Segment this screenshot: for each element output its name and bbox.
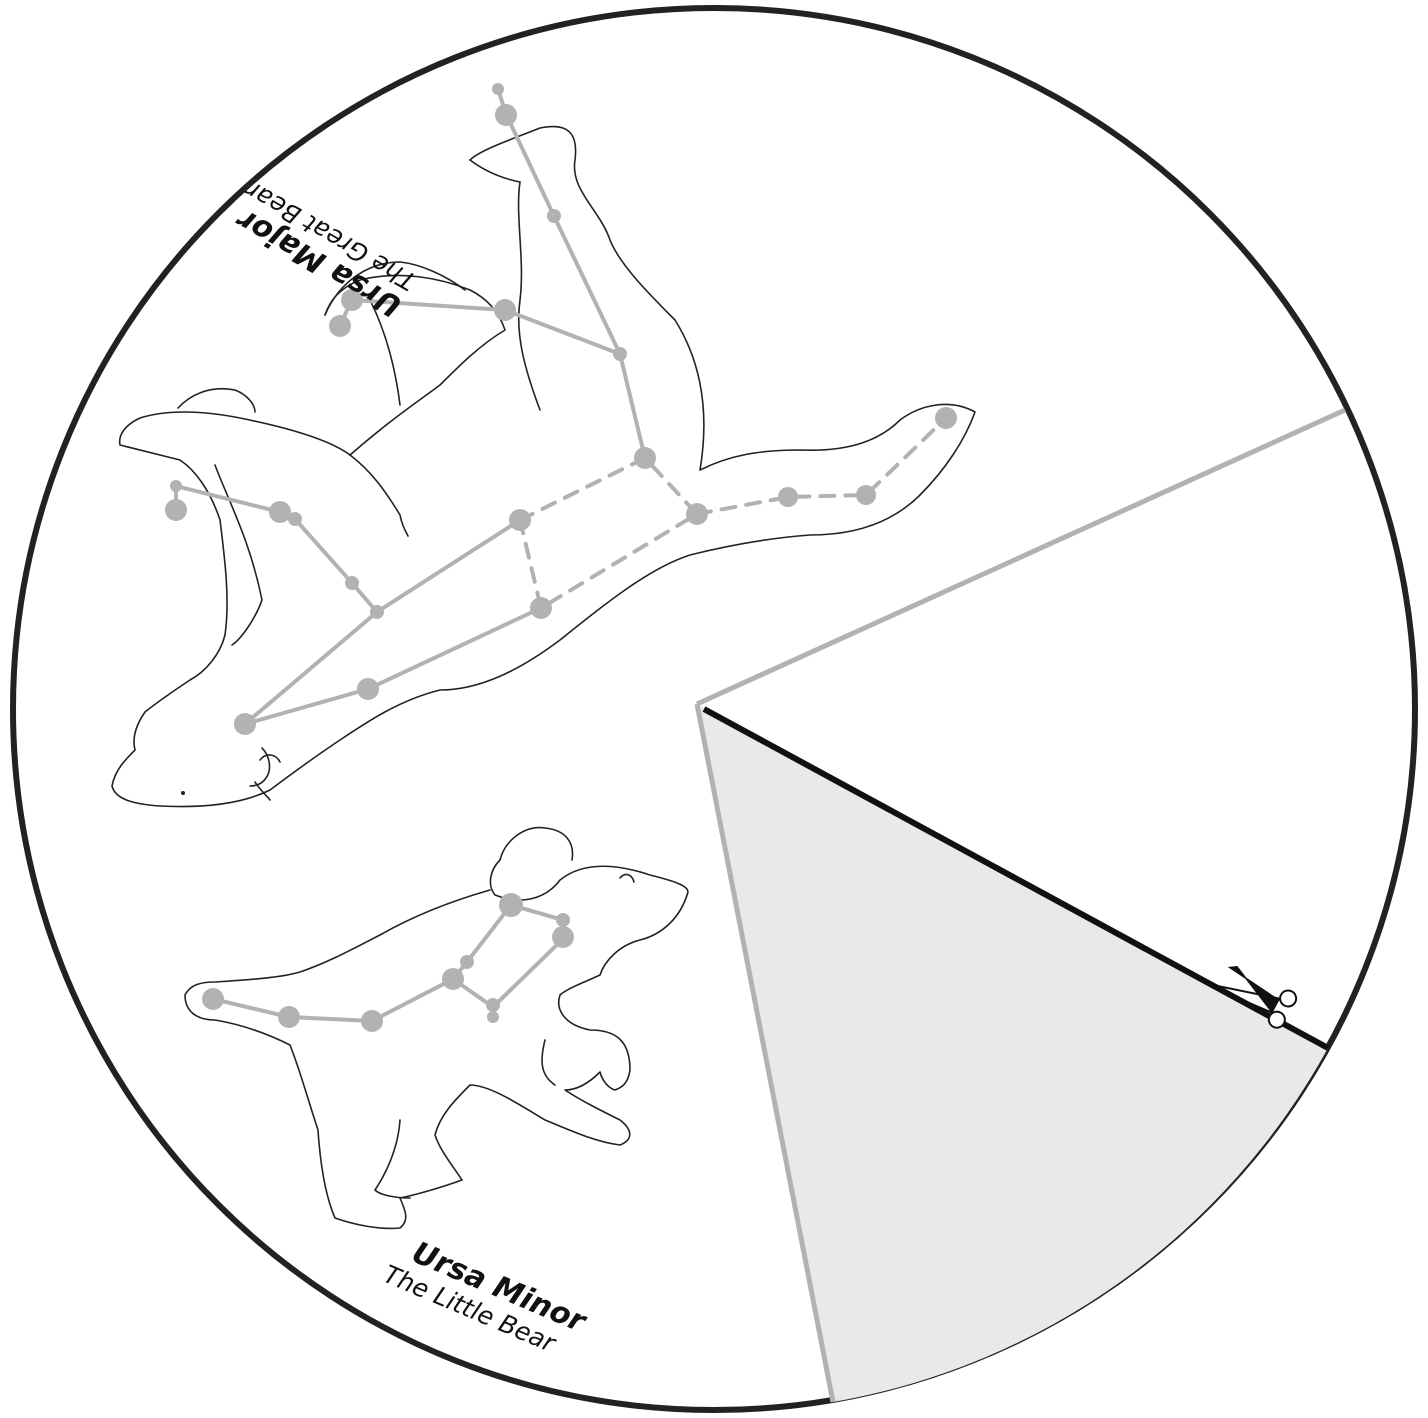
star: [370, 605, 384, 619]
star: [460, 955, 474, 969]
star: [509, 509, 531, 531]
star: [499, 893, 523, 917]
star: [361, 1010, 383, 1032]
star: [686, 503, 708, 525]
star: [552, 926, 574, 948]
star: [495, 104, 517, 126]
star: [778, 487, 798, 507]
star: [487, 1011, 499, 1023]
star: [613, 347, 627, 361]
star: [202, 988, 224, 1010]
star: [530, 597, 552, 619]
star: [345, 576, 359, 590]
star: [234, 713, 256, 735]
star: [486, 998, 500, 1012]
star: [556, 913, 570, 927]
star: [357, 678, 379, 700]
star: [634, 447, 656, 469]
star: [494, 299, 516, 321]
star: [165, 499, 187, 521]
star: [492, 83, 504, 95]
star: [547, 209, 561, 223]
star: [170, 480, 182, 492]
star: [278, 1006, 300, 1028]
star: [329, 315, 351, 337]
star: [935, 407, 957, 429]
star: [856, 485, 876, 505]
star: [269, 501, 291, 523]
star: [442, 968, 464, 990]
